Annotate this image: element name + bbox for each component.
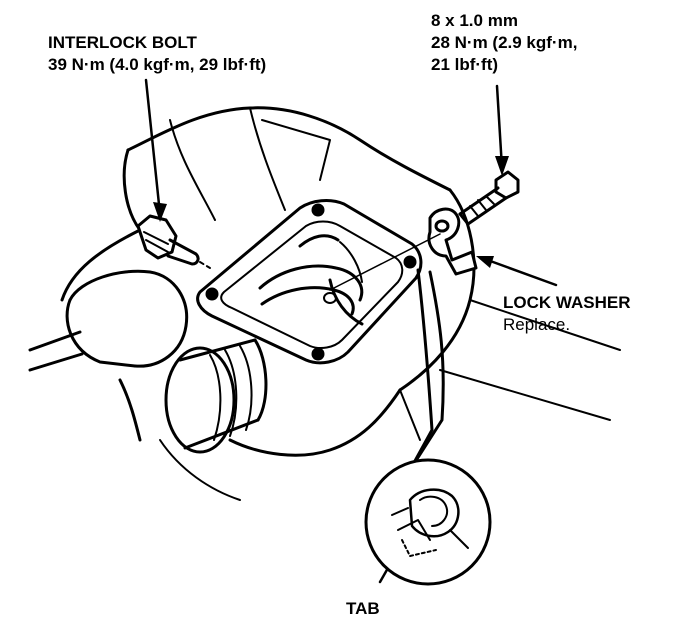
bolt-spec-callout: 8 x 1.0 mm 28 N·m (2.9 kgf·m, 21 lbf·ft) <box>431 10 577 76</box>
interlock-bolt-title: INTERLOCK BOLT <box>48 33 197 52</box>
lock-washer-title: LOCK WASHER <box>503 293 631 312</box>
alignment-line <box>329 233 441 291</box>
shaft-assembly <box>28 269 189 442</box>
rubber-boot <box>164 338 268 454</box>
interlock-bolt-callout: INTERLOCK BOLT 39 N·m (4.0 kgf·m, 29 lbf… <box>48 32 266 76</box>
transmission-housing <box>60 106 621 501</box>
detail-view <box>364 458 492 586</box>
tab-callout: TAB <box>346 598 380 620</box>
hex-bolt <box>458 170 520 226</box>
lock-washer-callout: LOCK WASHER Replace. <box>503 292 631 336</box>
tab-title: TAB <box>346 599 380 618</box>
cover-plate <box>196 199 423 365</box>
bolt-torque-line2: 21 lbf·ft) <box>431 55 499 74</box>
interlock-bolt-torque: 39 N·m (4.0 kgf·m, 29 lbf·ft) <box>48 55 267 74</box>
lock-washer-note: Replace. <box>503 315 571 334</box>
bolt-torque-line1: 28 N·m (2.9 kgf·m, <box>431 33 578 52</box>
leader-lines <box>144 78 558 584</box>
interlock-bolt <box>136 214 211 269</box>
lock-washer <box>427 207 478 276</box>
shift-mechanism <box>258 234 364 326</box>
bolt-size: 8 x 1.0 mm <box>431 11 518 30</box>
